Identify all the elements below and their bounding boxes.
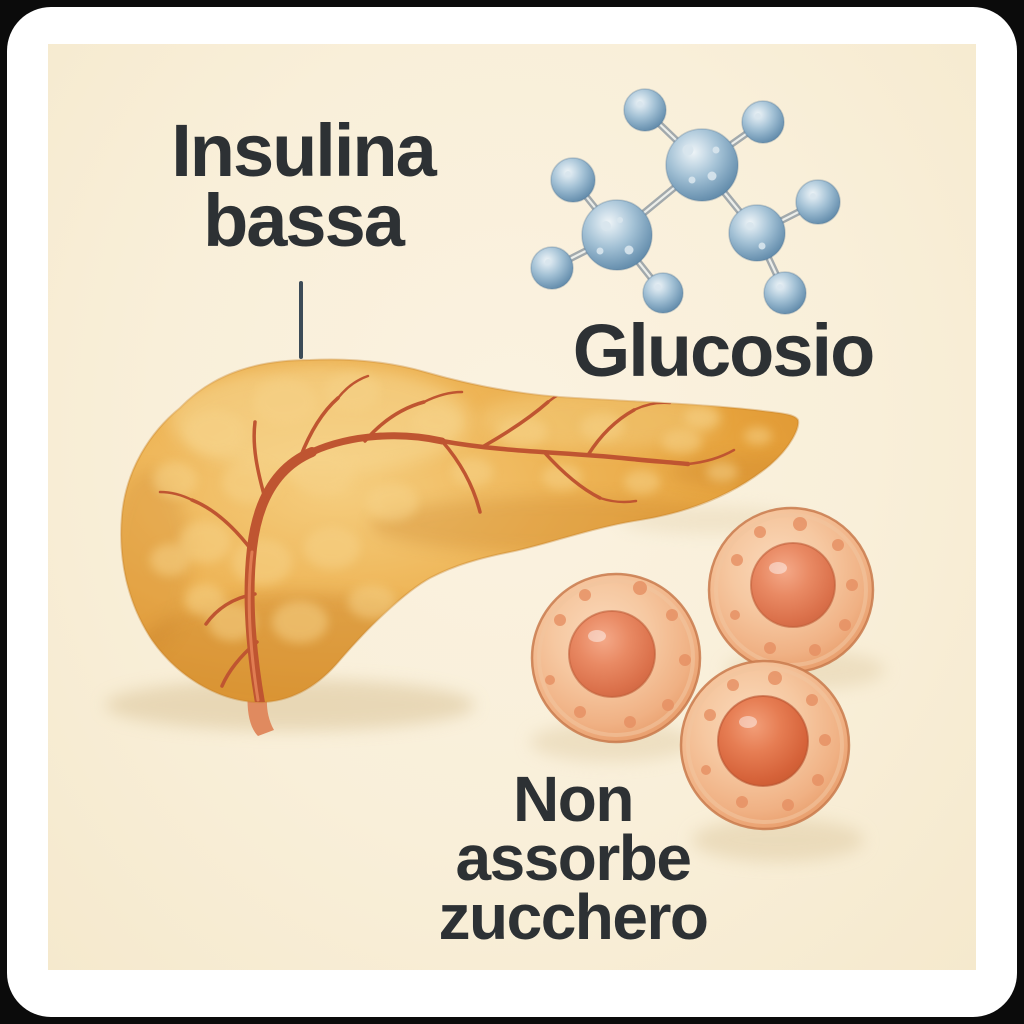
glucose-label: Glucosio — [523, 314, 923, 388]
glucose-molecule-illustration — [530, 88, 841, 315]
glucose-label-text: Glucosio — [572, 309, 876, 392]
cells-label-line2: assorbe — [455, 822, 692, 894]
cell — [530, 572, 702, 744]
cells-label-line1: Non — [513, 763, 634, 835]
insulin-label-line1: Insulina — [171, 109, 437, 192]
cell-nucleus — [568, 610, 656, 698]
insulin-leader-line — [299, 281, 303, 359]
cell — [707, 506, 875, 674]
cells-label: Non assorbe zucchero — [373, 763, 773, 953]
cell-nucleus — [717, 695, 809, 787]
cell — [679, 659, 851, 831]
molecule-speckles — [545, 101, 816, 290]
pancreas-illustration — [120, 358, 800, 736]
molecule-atoms — [530, 88, 841, 315]
cells-label-line3: zucchero — [438, 881, 709, 953]
pancreas-lobules — [150, 373, 772, 643]
insulin-label: Insulina bassa — [103, 109, 503, 262]
insulin-label-line2: bassa — [203, 179, 405, 262]
pancreas-vessels — [158, 374, 736, 703]
cell-nucleus — [750, 542, 836, 628]
